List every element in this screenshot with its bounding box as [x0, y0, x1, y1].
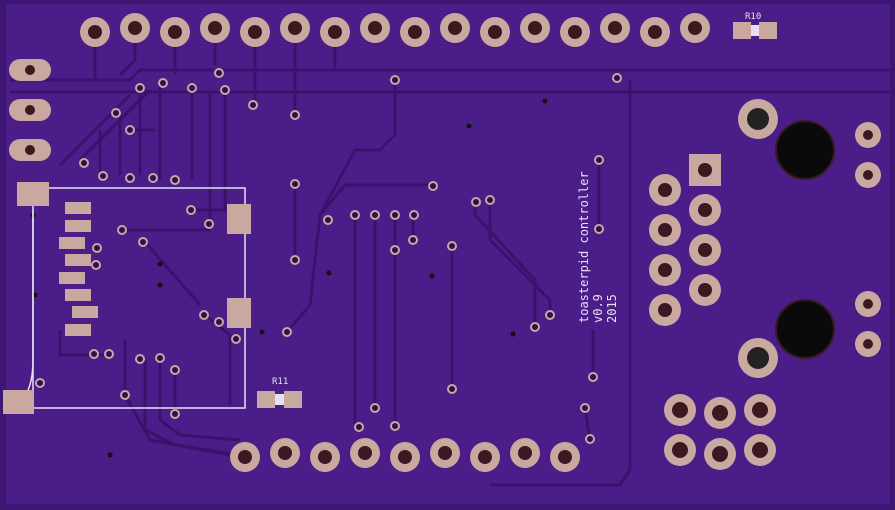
r11-label: R11: [272, 377, 288, 387]
db9-connector: [649, 154, 721, 326]
board-title-block: toasterpid controller v0.9 2015: [577, 171, 619, 323]
vias: [35, 68, 622, 444]
bottom-header-pins: [230, 438, 580, 472]
left-oval-pads: [9, 59, 51, 161]
r10-label: R10: [745, 12, 761, 22]
sd-card-footprint: [3, 182, 251, 414]
board-year: 2015: [605, 294, 619, 323]
substrate: [6, 4, 890, 504]
mounting-holes: [738, 99, 881, 378]
resistor-r11: [257, 391, 302, 408]
octagon-pin-header: [664, 394, 776, 470]
board-title: toasterpid controller: [577, 171, 591, 323]
resistor-r10: [733, 22, 777, 39]
top-header-pins: [80, 13, 710, 47]
board-version: v0.9: [591, 294, 605, 323]
